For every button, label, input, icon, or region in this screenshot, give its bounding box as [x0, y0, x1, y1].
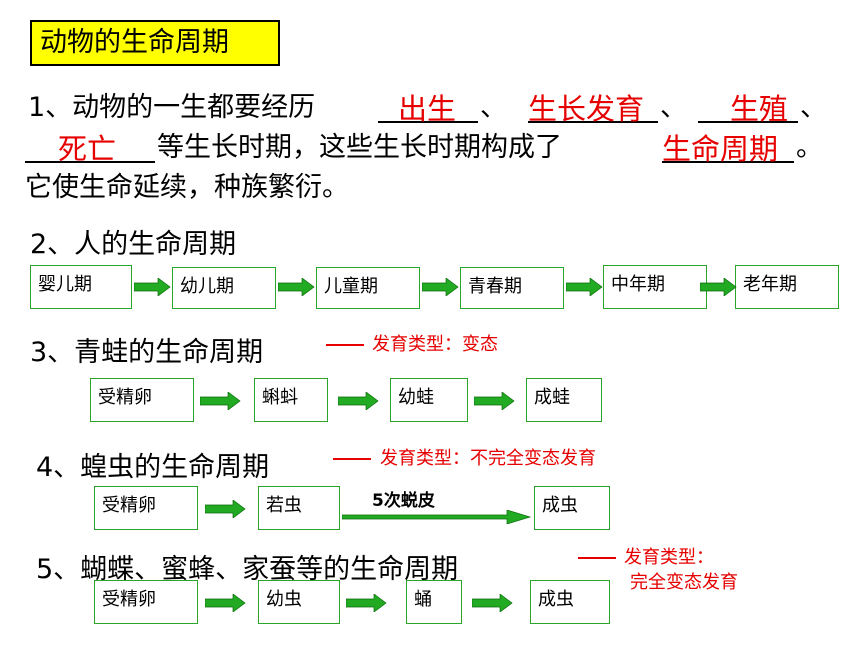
q1-end: 。 — [796, 132, 823, 163]
stage-adolescence: 青春期 — [460, 267, 564, 309]
note-butterfly-line2: 完全变态发育 — [630, 572, 738, 593]
q1-sep2: 、 — [660, 92, 687, 123]
arrow-icon — [338, 392, 379, 410]
arrow-icon — [200, 392, 241, 410]
heading-locust: 4、蝗虫的生命周期 — [36, 452, 270, 483]
blank-4 — [25, 161, 155, 163]
arrow-icon — [474, 392, 515, 410]
stage-pupa: 蛹 — [406, 580, 462, 624]
stage-infant: 婴儿期 — [30, 265, 132, 309]
answer-reproduction: 生殖 — [730, 92, 789, 126]
answer-growth: 生长发育 — [528, 92, 645, 126]
blank-5 — [662, 161, 794, 163]
arrow-icon — [278, 278, 315, 296]
stage-child: 儿童期 — [316, 267, 420, 309]
arrow-icon — [205, 594, 246, 612]
stage-adult-frog: 成蛙 — [526, 378, 602, 422]
stage-adult-insect: 成虫 — [530, 580, 610, 624]
note-dash — [578, 557, 616, 559]
stage-froglet: 幼蛙 — [390, 378, 468, 422]
stage-egg: 受精卵 — [90, 378, 194, 422]
answer-death: 死亡 — [58, 132, 117, 166]
answer-life-cycle: 生命周期 — [662, 132, 779, 166]
q1-mid: 等生长时期，这些生长时期构成了 — [157, 132, 562, 163]
arrow-icon — [205, 500, 246, 518]
q1-sep1: 、 — [480, 92, 507, 123]
stage-toddler: 幼儿期 — [172, 267, 276, 309]
stage-old-age: 老年期 — [735, 265, 839, 309]
stage-middle-age: 中年期 — [603, 265, 707, 309]
note-butterfly-line1: 发育类型： — [624, 547, 714, 568]
note-dash — [326, 344, 364, 346]
stage-larva: 幼虫 — [258, 580, 340, 624]
arrow-icon — [472, 594, 513, 612]
note-frog: 发育类型：变态 — [372, 334, 498, 355]
arrow-icon — [134, 278, 171, 296]
stage-tadpole: 蝌蚪 — [254, 378, 328, 422]
stage-egg: 受精卵 — [94, 580, 198, 624]
arrow-icon — [700, 278, 737, 296]
stage-adult-insect: 成虫 — [534, 486, 610, 530]
heading-frog: 3、青蛙的生命周期 — [30, 337, 264, 368]
q1-prefix: 1、动物的一生都要经历 — [28, 92, 316, 123]
arrow-icon — [422, 278, 459, 296]
answer-birth: 出生 — [398, 92, 457, 126]
blank-1 — [378, 121, 478, 123]
note-dash — [333, 458, 371, 460]
arrow-icon — [566, 278, 603, 296]
long-arrow-icon — [342, 510, 532, 524]
stage-egg: 受精卵 — [94, 486, 198, 530]
q1-sep3: 、 — [800, 92, 827, 123]
molt-label: 5次蜕皮 — [372, 491, 435, 511]
heading-human: 2、人的生命周期 — [30, 229, 237, 260]
heading-complete-metamorphosis: 5、蝴蝶、蜜蜂、家蚕等的生命周期 — [36, 554, 459, 585]
note-locust: 发育类型：不完全变态发育 — [380, 448, 596, 469]
blank-2 — [528, 121, 658, 123]
slide-title: 动物的生命周期 — [30, 20, 280, 66]
stage-nymph: 若虫 — [258, 486, 340, 530]
blank-3 — [698, 121, 798, 123]
arrow-icon — [346, 594, 387, 612]
q1-line3: 它使生命延续，种族繁衍。 — [25, 172, 349, 203]
